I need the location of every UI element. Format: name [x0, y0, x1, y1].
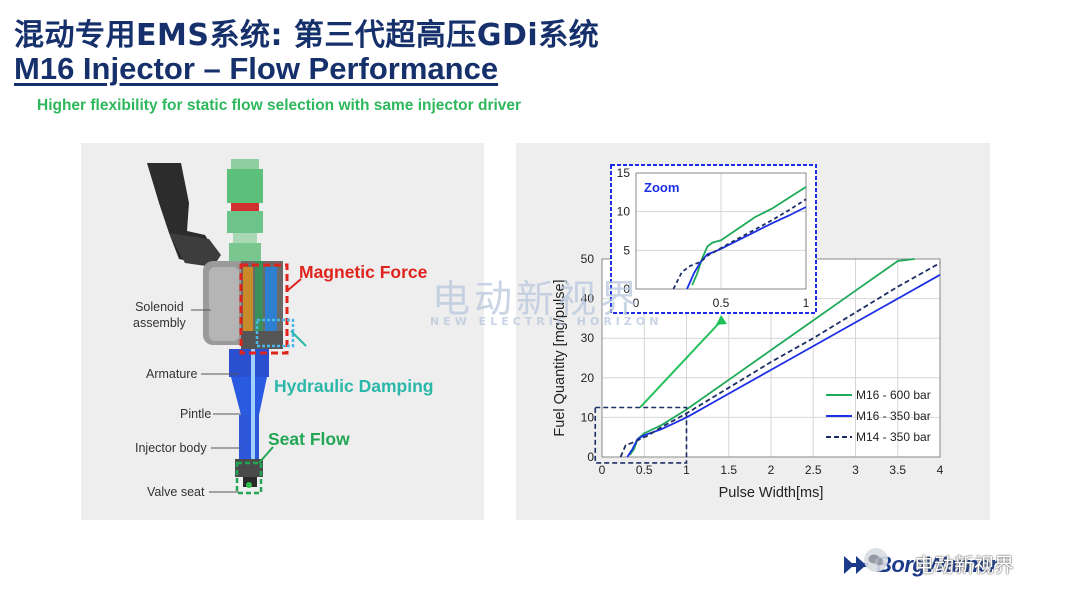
watermark-en: NEW ELECTRIC HORIZON	[430, 315, 663, 328]
label-solenoid-line1: Solenoid	[135, 300, 184, 314]
main-x-tick-label: 0.5	[636, 463, 653, 477]
injector-diagram-panel: Solenoid assembly Armature Pintle Inject…	[81, 143, 484, 520]
label-valve-seat: Valve seat	[147, 485, 205, 499]
brand-name: BorgWarner	[876, 552, 998, 577]
zoom-x-tick-label: 0	[633, 296, 640, 310]
zoom-y-tick-label: 15	[617, 166, 631, 180]
main-x-axis-label: Pulse Width[ms]	[719, 485, 824, 501]
label-pintle: Pintle	[180, 407, 212, 421]
zoom-x-tick-label: 1	[803, 296, 810, 310]
main-x-tick-label: 4	[937, 463, 944, 477]
zoom-x-tick-label: 0.5	[713, 296, 730, 310]
zoom-arrow	[639, 320, 722, 409]
wechat-icon	[864, 548, 888, 572]
zoom-y-tick-label: 0	[623, 282, 630, 296]
borgwarner-emblem-icon	[844, 556, 868, 574]
zoom-arrow-head	[716, 315, 727, 325]
page-title: M16 Injector – Flow Performance	[14, 51, 499, 86]
main-y-tick-label: 40	[581, 292, 595, 306]
main-x-tick-label: 3	[852, 463, 859, 477]
zoom-title: Zoom	[644, 180, 679, 195]
main-x-tick-label: 3.5	[889, 463, 906, 477]
main-y-tick-label: 30	[581, 331, 595, 345]
zoom-series-line-m14-350-bar	[672, 198, 807, 290]
page-subtitle: Higher flexibility for static flow selec…	[37, 97, 522, 114]
main-x-tick-label: 1	[683, 463, 690, 477]
zoom-y-tick-label: 5	[623, 243, 630, 257]
zoom-inset-frame	[610, 164, 817, 314]
main-x-tick-label: 1.5	[720, 463, 737, 477]
main-y-axis-label: Fuel Quantity [mg/pulse]	[552, 279, 568, 436]
zoom-y-tick-label: 10	[617, 205, 631, 219]
wechat-account-name: 电动新视界	[914, 553, 1014, 577]
injector-illustration	[147, 159, 307, 495]
legend-label: M16 - 600 bar	[856, 388, 931, 402]
zoom-plot-border	[635, 172, 807, 290]
label-solenoid-line2: assembly	[133, 316, 186, 330]
main-x-tick-label: 0	[599, 463, 606, 477]
callout-magnetic-force: Magnetic Force	[299, 262, 428, 282]
label-armature: Armature	[146, 367, 198, 381]
callout-hydraulic-damping: Hydraulic Damping	[274, 376, 434, 396]
main-x-tick-label: 2.5	[805, 463, 822, 477]
main-x-tick-label: 2	[768, 463, 775, 477]
main-y-tick-label: 50	[581, 252, 595, 266]
main-y-tick-label: 10	[581, 410, 595, 424]
legend-label: M16 - 350 bar	[856, 409, 931, 423]
legend-label: M14 - 350 bar	[856, 430, 931, 444]
main-y-tick-label: 20	[581, 371, 595, 385]
watermark-cn: 电动新视界	[432, 277, 643, 321]
callout-seat-flow: Seat Flow	[268, 429, 350, 449]
zoom-region-box	[594, 406, 688, 464]
label-injector-body: Injector body	[135, 441, 207, 455]
main-y-tick-label: 0	[587, 450, 594, 464]
page-title-cn: 混动专用EMS系统: 第三代超高压GDi系统	[14, 18, 600, 53]
